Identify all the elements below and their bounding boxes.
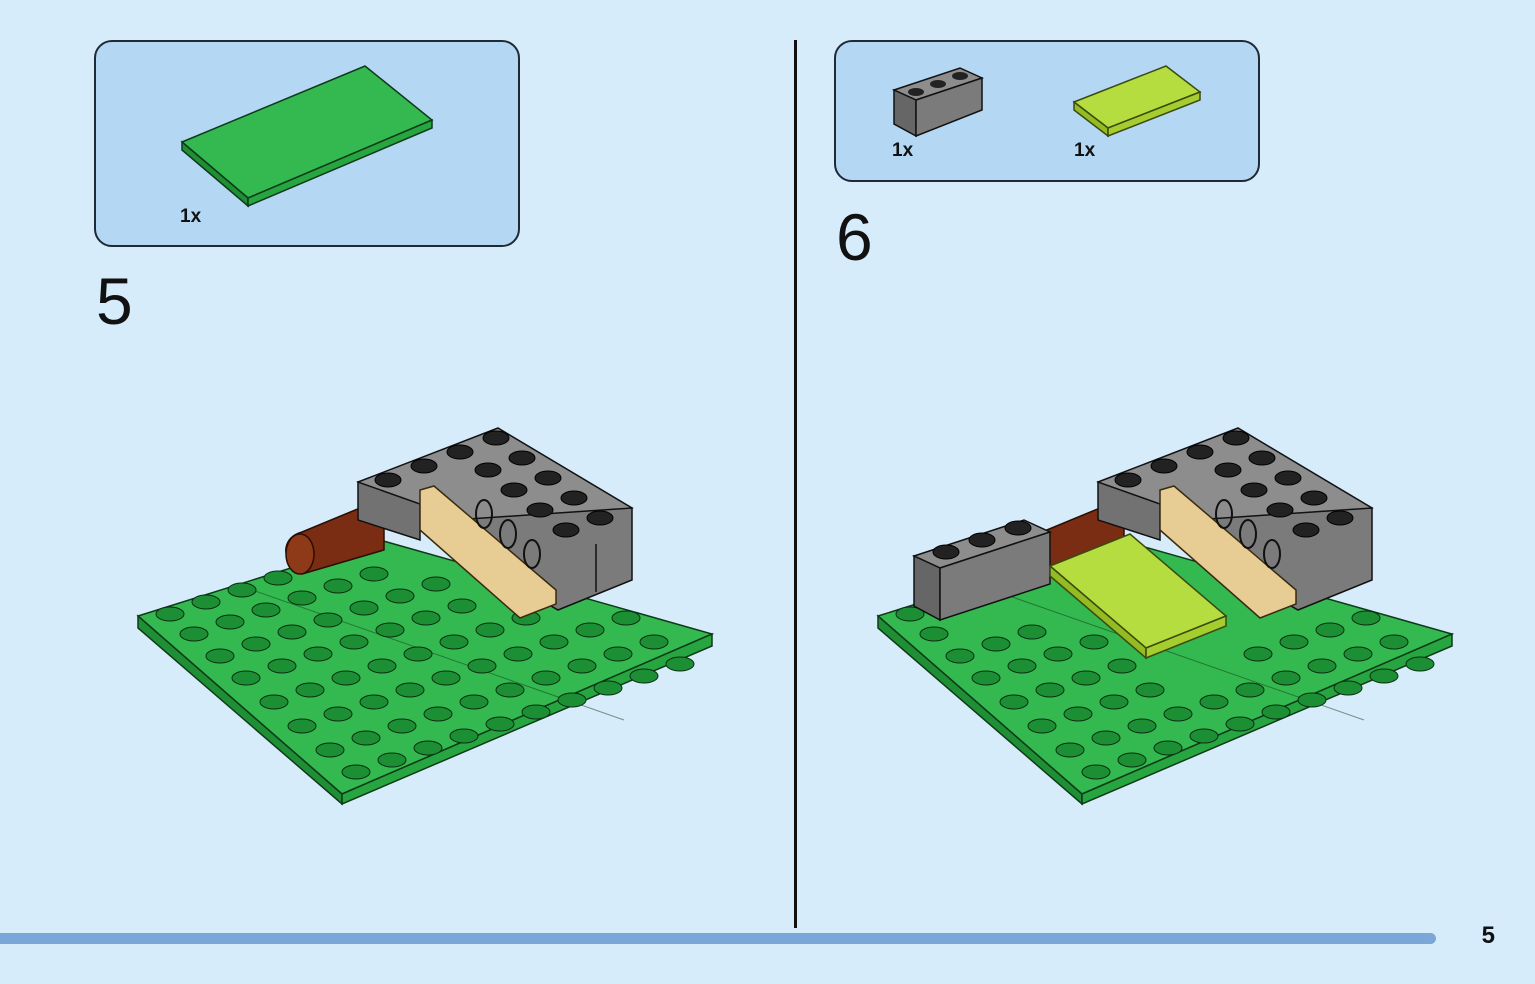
part-quantity: 1x: [180, 206, 202, 227]
step-number: 6: [836, 200, 873, 274]
step-5-assembly-illustration: [136, 427, 715, 806]
step-divider: [794, 40, 797, 928]
grey-brick-icon: [891, 67, 985, 138]
green-plate-icon: [180, 65, 434, 208]
parts-callout-step-6: 1x 1x: [834, 40, 1260, 182]
page-progress-bar: [0, 933, 1436, 944]
part-quantity: 1x: [892, 140, 914, 161]
step-number: 5: [96, 264, 133, 338]
step-6-assembly-illustration: [876, 427, 1455, 806]
part-quantity: 1x: [1074, 140, 1096, 161]
page-number: 5: [1481, 922, 1495, 949]
parts-callout-step-5: 1x: [94, 40, 520, 247]
lime-tile-icon: [1072, 65, 1202, 138]
